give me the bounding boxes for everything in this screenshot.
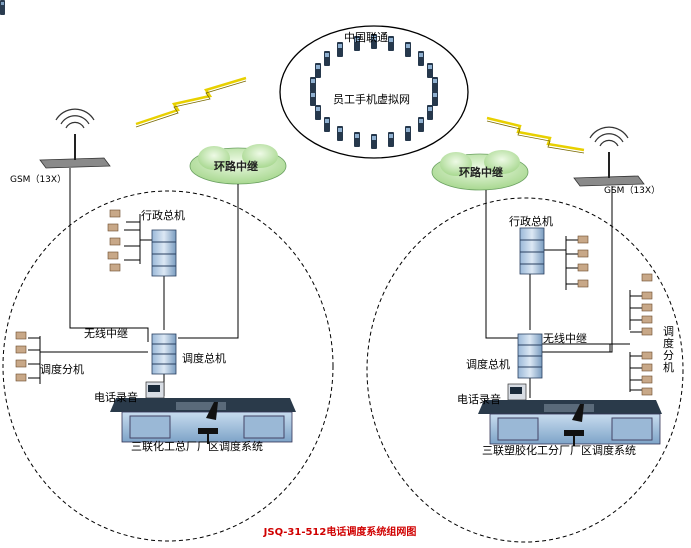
left-system-name: 三联化工总厂厂区调度系统: [131, 440, 263, 453]
mobile-phone-icon: [371, 134, 377, 149]
right-dispatch-phones: [641, 273, 653, 396]
vpn-label: 员工手机虚拟网: [333, 93, 410, 106]
mobile-phone-icon: [337, 41, 344, 57]
mobile-phone-icon: [353, 36, 360, 52]
left-dispatch-ext-label: 调度分机: [40, 363, 84, 376]
left-recorder-icon: [145, 381, 165, 399]
right-relay-label: 环路中继: [459, 166, 503, 179]
right-wireless-relay-label: 无线中继: [543, 332, 587, 345]
mobile-phone-icon: [324, 116, 331, 132]
mobile-phone-icon: [371, 34, 377, 49]
left-console-desk-icon: [110, 398, 296, 444]
right-recording-label: 电话录音: [457, 393, 501, 406]
right-wireless-link-shade: [486, 120, 585, 154]
mobile-phones: [0, 0, 5, 15]
left-relay-label: 环路中继: [214, 160, 258, 173]
left-dispatch-switch-label: 调度总机: [182, 352, 226, 365]
mobile-phone-icon: [417, 116, 424, 132]
left-gsm-label: GSM（13X）: [10, 175, 67, 185]
right-wireless-link: [486, 116, 585, 152]
right-recorder-icon: [507, 383, 527, 401]
left-lines: [28, 168, 239, 396]
left-wireless-link-shade: [135, 80, 247, 128]
mobile-phone-icon: [404, 41, 411, 57]
left-dispatch-phones: [15, 331, 27, 382]
left-gsm-antenna-icon: [39, 108, 111, 169]
right-gsm-antenna-icon: [573, 126, 645, 187]
right-dispatch-ext-label: 调度分机: [663, 325, 674, 374]
right-admin-switch-label: 行政总机: [509, 215, 553, 228]
left-recording-label: 电话录音: [94, 391, 138, 404]
left-dispatch-switch-icon: [151, 333, 177, 375]
mobile-phone-icon: [388, 36, 395, 52]
right-admin-phones: [577, 235, 589, 288]
mobile-phone-icon: [353, 131, 360, 147]
mobile-phone-icon: [427, 63, 434, 79]
mobile-phone-icon: [417, 51, 424, 67]
right-admin-switch-icon: [519, 227, 545, 275]
right-gsm-label: GSM（13X）: [604, 186, 661, 196]
mobile-phone-icon: [324, 51, 331, 67]
mobile-phone-icon: [314, 63, 321, 79]
mobile-phone-icon: [337, 126, 344, 142]
mobile-network-ellipse: [279, 25, 469, 159]
mobile-phone-icon: [432, 91, 439, 107]
left-admin-switch-label: 行政总机: [141, 209, 185, 222]
diagram-caption: JSQ-31-512电话调度系统组网图: [263, 527, 417, 538]
carrier-label: 中国联通: [344, 31, 388, 44]
mobile-phone-icon: [309, 91, 316, 107]
right-relay-cloud-icon: [431, 150, 529, 191]
left-relay-cloud-icon: [189, 144, 287, 185]
mobile-phone-icon: [314, 104, 321, 120]
right-dispatch-switch-label: 调度总机: [466, 358, 510, 371]
left-admin-switch-icon: [151, 229, 177, 277]
mobile-phone-icon: [432, 76, 439, 92]
right-dispatch-switch-icon: [517, 333, 543, 379]
mobile-phone-icon: [388, 131, 395, 147]
left-wireless-link: [135, 76, 247, 126]
right-console-desk-icon: [478, 400, 662, 446]
left-wireless-relay-label: 无线中继: [84, 327, 128, 340]
left-plant-boundary: [2, 190, 334, 542]
mobile-phone-icon: [404, 126, 411, 142]
mobile-phone-icon: [309, 76, 316, 92]
right-system-name: 三联塑胶化工分厂厂区调度系统: [482, 444, 636, 457]
mobile-phone-icon: [427, 104, 434, 120]
left-admin-phones: [107, 209, 121, 272]
right-lines: [485, 186, 642, 398]
right-plant-boundary: [366, 197, 684, 543]
